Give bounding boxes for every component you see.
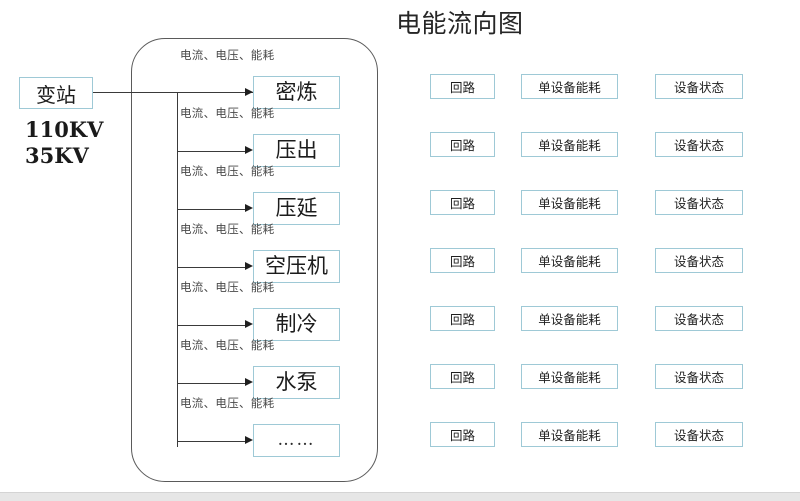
panel-cell-r2-c1[interactable]: 回路: [430, 132, 495, 157]
panel-cell-label: 设备状态: [673, 312, 724, 327]
bottom-strip: [0, 492, 800, 501]
arrow-icon: [245, 204, 253, 212]
panel-cell-label: 单设备能耗: [538, 428, 601, 443]
panel-cell-label: 回路: [449, 254, 475, 269]
panel-cell-label: 回路: [449, 428, 475, 443]
process-node-label: 压出: [275, 138, 318, 162]
panel-cell-label: 回路: [449, 312, 475, 327]
panel-cell-label: 单设备能耗: [538, 370, 601, 385]
branch-wire: [177, 324, 247, 326]
process-node-2[interactable]: 压出: [253, 134, 340, 167]
metric-label: 电流、电压、能耗: [180, 222, 275, 236]
process-node-label: 制冷: [275, 312, 318, 336]
panel-cell-r1-c3[interactable]: 设备状态: [655, 74, 743, 99]
panel-cell-r4-c1[interactable]: 回路: [430, 248, 495, 273]
process-node-1[interactable]: 密炼: [253, 76, 340, 109]
process-node-6[interactable]: 水泵: [253, 366, 340, 399]
panel-cell-label: 设备状态: [673, 138, 724, 153]
panel-cell-label: 单设备能耗: [538, 80, 601, 95]
panel-cell-r7-c3[interactable]: 设备状态: [655, 422, 743, 447]
panel-cell-label: 单设备能耗: [538, 254, 601, 269]
panel-cell-r6-c3[interactable]: 设备状态: [655, 364, 743, 389]
branch-wire: [177, 266, 247, 268]
substation-label: 变站: [36, 82, 76, 107]
panel-cell-r3-c3[interactable]: 设备状态: [655, 190, 743, 215]
metric-label: 电流、电压、能耗: [180, 338, 275, 352]
process-node-label: 水泵: [275, 370, 318, 394]
main-feed-wire: [93, 92, 253, 93]
panel-cell-r6-c2[interactable]: 单设备能耗: [521, 364, 618, 389]
panel-cell-label: 单设备能耗: [538, 138, 601, 153]
panel-cell-label: 单设备能耗: [538, 196, 601, 211]
page-title: 电能流向图: [396, 9, 524, 38]
arrow-icon: [245, 320, 253, 328]
metric-label: 电流、电压、能耗: [180, 48, 275, 62]
process-node-label: 空压机: [265, 254, 328, 278]
process-node-3[interactable]: 压延: [253, 192, 340, 225]
panel-cell-label: 设备状态: [673, 196, 724, 211]
panel-cell-r7-c1[interactable]: 回路: [430, 422, 495, 447]
metric-label: 电流、电压、能耗: [180, 106, 275, 120]
panel-cell-r6-c1[interactable]: 回路: [430, 364, 495, 389]
panel-cell-r1-c2[interactable]: 单设备能耗: [521, 74, 618, 99]
process-group-frame: [131, 38, 378, 482]
voltage-labels: 110KV 35KV: [25, 117, 103, 169]
process-node-5[interactable]: 制冷: [253, 308, 340, 341]
panel-cell-label: 回路: [449, 138, 475, 153]
arrow-icon: [245, 146, 253, 154]
branch-wire: [177, 382, 247, 384]
arrow-icon: [245, 378, 253, 386]
process-node-label: 密炼: [275, 80, 318, 104]
arrow-icon: [245, 88, 253, 96]
branch-wire: [177, 150, 247, 152]
panel-cell-label: 设备状态: [673, 80, 724, 95]
substation-box[interactable]: 变站: [19, 77, 93, 109]
panel-cell-label: 设备状态: [673, 254, 724, 269]
panel-cell-r3-c2[interactable]: 单设备能耗: [521, 190, 618, 215]
panel-cell-r2-c3[interactable]: 设备状态: [655, 132, 743, 157]
process-node-4[interactable]: 空压机: [253, 250, 340, 283]
metric-label: 电流、电压、能耗: [180, 164, 275, 178]
panel-cell-label: 设备状态: [673, 428, 724, 443]
panel-cell-label: 设备状态: [673, 370, 724, 385]
metric-label: 电流、电压、能耗: [180, 280, 275, 294]
panel-cell-r3-c1[interactable]: 回路: [430, 190, 495, 215]
branch-wire: [177, 440, 247, 442]
process-node-7[interactable]: ……: [253, 424, 340, 457]
distribution-bus-wire: [177, 92, 178, 447]
panel-cell-r1-c1[interactable]: 回路: [430, 74, 495, 99]
voltage-label-secondary: 35KV: [25, 143, 89, 168]
arrow-icon: [245, 262, 253, 270]
panel-cell-label: 回路: [449, 196, 475, 211]
branch-wire: [177, 208, 247, 210]
panel-cell-r7-c2[interactable]: 单设备能耗: [521, 422, 618, 447]
panel-cell-r5-c1[interactable]: 回路: [430, 306, 495, 331]
process-node-label: ……: [277, 430, 316, 450]
panel-cell-label: 单设备能耗: [538, 312, 601, 327]
voltage-label-primary: 110KV: [25, 117, 104, 142]
panel-cell-label: 回路: [449, 370, 475, 385]
process-node-label: 压延: [275, 196, 318, 220]
panel-cell-label: 回路: [449, 80, 475, 95]
panel-cell-r5-c3[interactable]: 设备状态: [655, 306, 743, 331]
metric-label: 电流、电压、能耗: [180, 396, 275, 410]
panel-cell-r4-c3[interactable]: 设备状态: [655, 248, 743, 273]
panel-cell-r5-c2[interactable]: 单设备能耗: [521, 306, 618, 331]
panel-cell-r4-c2[interactable]: 单设备能耗: [521, 248, 618, 273]
arrow-icon: [245, 436, 253, 444]
panel-cell-r2-c2[interactable]: 单设备能耗: [521, 132, 618, 157]
